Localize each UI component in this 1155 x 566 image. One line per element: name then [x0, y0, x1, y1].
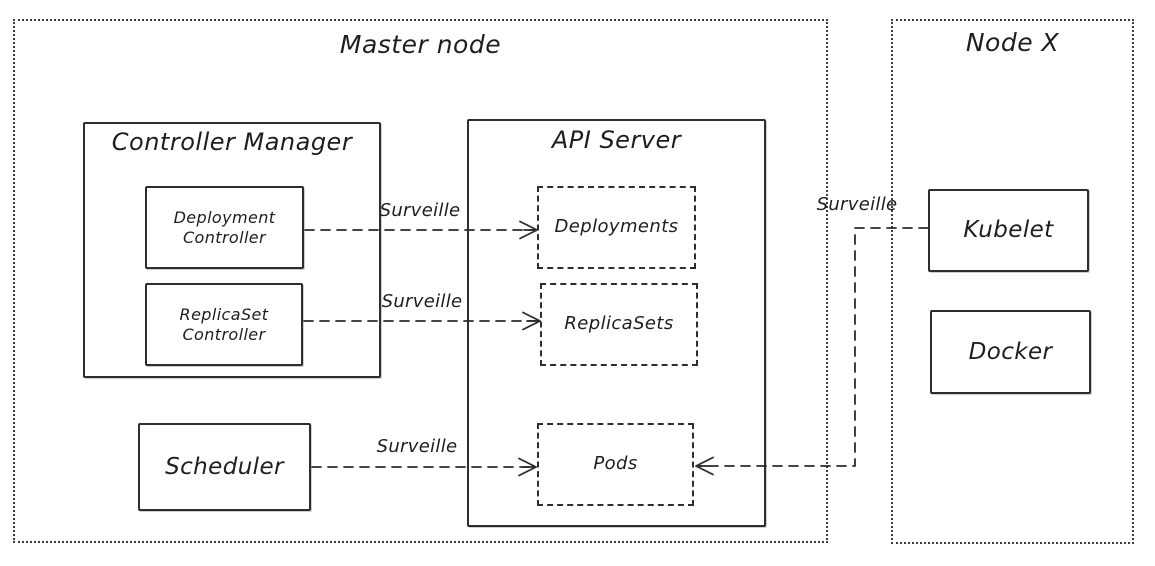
- deployment-controller-box: Deployment Controller: [145, 186, 304, 269]
- deployment-controller-label: Deployment Controller: [173, 207, 276, 247]
- controller-manager-title: Controller Manager: [111, 128, 353, 156]
- scheduler-box: Scheduler: [138, 423, 311, 511]
- pods-box: Pods: [537, 423, 694, 506]
- arrow-label-replicaset-controller-to-replicasets: Surveille: [381, 291, 463, 312]
- replicaset-controller-box: ReplicaSet Controller: [145, 283, 303, 366]
- deployments-box: Deployments: [537, 186, 696, 269]
- arrow-label-kubelet-to-pods: Surveille: [816, 194, 898, 215]
- docker-label: Docker: [968, 338, 1053, 365]
- deployments-label: Deployments: [554, 216, 679, 238]
- kubelet-box: Kubelet: [928, 189, 1089, 272]
- replicasets-box: ReplicaSets: [540, 283, 698, 366]
- arrow-label-scheduler-to-pods: Surveille: [376, 436, 458, 457]
- replicasets-label: ReplicaSets: [564, 313, 674, 335]
- replicaset-controller-label: ReplicaSet Controller: [179, 304, 269, 344]
- arrow-label-deployment-controller-to-deployments: Surveille: [379, 200, 461, 221]
- kubelet-label: Kubelet: [963, 217, 1054, 244]
- scheduler-label: Scheduler: [165, 453, 284, 480]
- docker-box: Docker: [930, 310, 1091, 394]
- node-x-container: [891, 19, 1134, 544]
- master-node-title: Master node: [339, 30, 502, 59]
- api-server-title: API Server: [551, 126, 682, 154]
- pods-label: Pods: [593, 453, 638, 475]
- node-x-title: Node X: [965, 28, 1060, 57]
